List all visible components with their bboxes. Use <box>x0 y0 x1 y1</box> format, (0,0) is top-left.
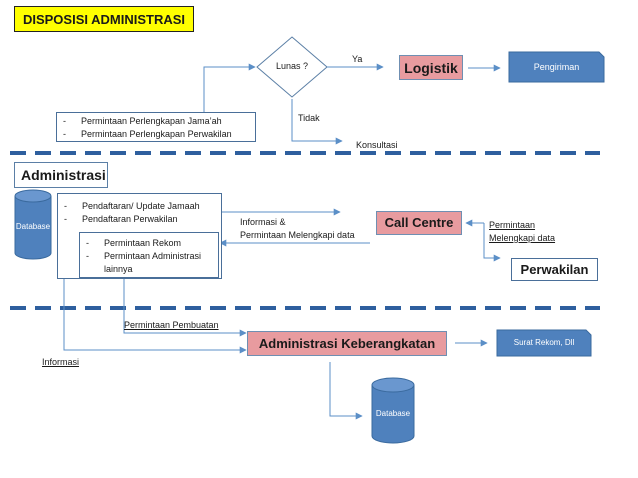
section-administrasi: Administrasi <box>14 162 108 188</box>
konsultasi-label: Konsultasi <box>356 140 398 150</box>
surat-rekom-label: Surat Rekom, Dll <box>513 338 575 347</box>
pengiriman-shape <box>508 51 605 83</box>
arrow-request-to-decision <box>203 63 256 112</box>
admin-request-list: Permintaan Rekom Permintaan Administrasi… <box>80 237 218 276</box>
admin-registration-list: Pendaftaran/ Update Jamaah Pendaftaran P… <box>58 200 221 226</box>
database-label-admin: Database <box>15 222 51 231</box>
request-box[interactable]: Permintaan Perlengkapan Jama’ah Perminta… <box>56 112 256 142</box>
request-item-perwakilan: Permintaan Perlengkapan Perwakilan <box>57 128 255 141</box>
database-cylinder-keberangkatan <box>371 377 415 444</box>
decision-question: Lunas ? <box>275 61 309 71</box>
arrow-callcentre-to-perwakilan <box>483 223 501 262</box>
info-label-line2: Permintaan Melengkapi data <box>240 230 355 240</box>
admin-request-box[interactable]: Permintaan Rekom Permintaan Administrasi… <box>79 232 219 278</box>
perwakilan-box[interactable]: Perwakilan <box>511 258 598 281</box>
permintaan-pembuatan-label: Permintaan Pembuatan <box>124 320 219 330</box>
admin-item-pendaftaran-perwakilan: Pendaftaran Perwakilan <box>58 213 221 226</box>
admin-item-rekom: Permintaan Rekom <box>80 237 218 250</box>
perwakilan-request-line1: Permintaan <box>489 220 536 230</box>
logistik-box[interactable]: Logistik <box>399 55 463 80</box>
request-list: Permintaan Perlengkapan Jama’ah Perminta… <box>57 115 255 141</box>
decision-diamond <box>256 36 328 98</box>
admin-item-update-jamaah: Pendaftaran/ Update Jamaah <box>58 200 221 213</box>
database-label-keberangkatan: Database <box>375 409 411 418</box>
pengiriman-label: Pengiriman <box>533 62 580 72</box>
decision-no-label: Tidak <box>298 113 320 123</box>
arrow-no-to-konsultasi <box>291 99 343 145</box>
database-cylinder-admin <box>14 189 52 260</box>
request-item-jamaah: Permintaan Perlengkapan Jama’ah <box>57 115 255 128</box>
decision-yes-label: Ya <box>352 54 363 64</box>
admin-item-lainnya: Permintaan Administrasi lainnya <box>80 250 210 276</box>
informasi-label: Informasi <box>42 357 80 367</box>
arrow-inner-to-keberangkatan <box>123 279 247 337</box>
page-title: DISPOSISI ADMINISTRASI <box>14 6 194 32</box>
call-centre-box[interactable]: Call Centre <box>376 211 462 235</box>
surat-rekom-shape <box>496 329 592 357</box>
info-label-line1: Informasi & <box>240 217 286 227</box>
arrow-keberangkatan-to-database <box>329 362 363 420</box>
administrasi-keberangkatan-box[interactable]: Administrasi Keberangkatan <box>247 331 447 356</box>
perwakilan-request-line2: Melengkapi data <box>489 233 556 243</box>
